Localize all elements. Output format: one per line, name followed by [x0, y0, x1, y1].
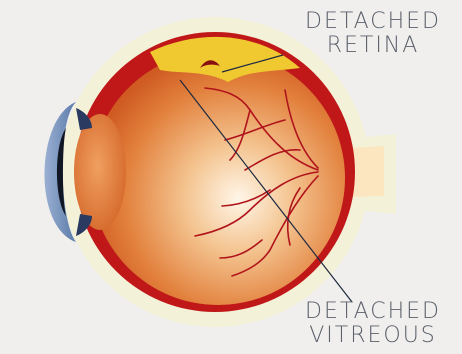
retina-label-line1: DETACHED	[288, 10, 458, 34]
vitreous-label-line2: VITREOUS	[288, 324, 458, 348]
vitreous-body	[91, 51, 345, 305]
lens	[74, 114, 126, 230]
retina-label-line2: RETINA	[288, 34, 458, 58]
detached-vitreous-label: DETACHED VITREOUS	[288, 300, 458, 348]
detached-retina-label: DETACHED RETINA	[288, 10, 458, 58]
vitreous-label-line1: DETACHED	[288, 300, 458, 324]
